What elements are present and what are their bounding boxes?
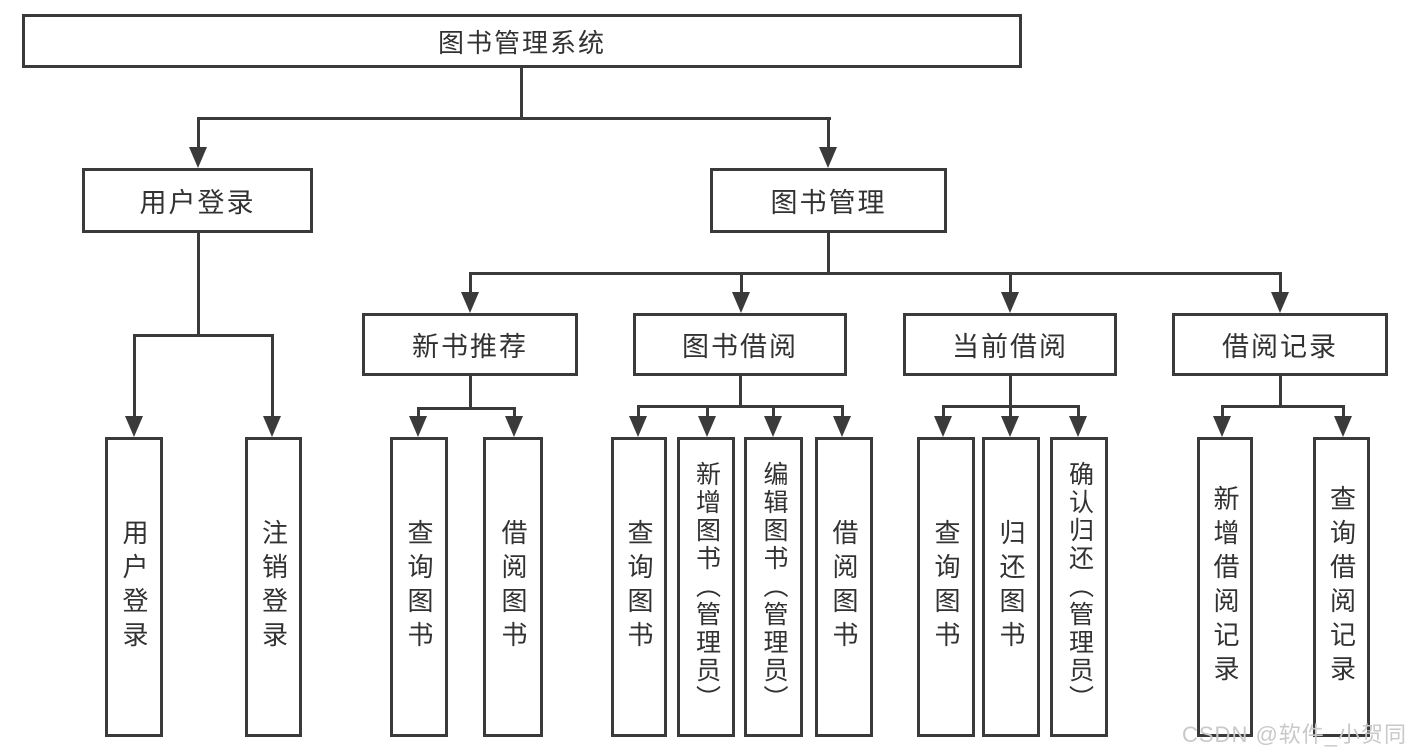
leaf-rec-query-books: 查询图书 <box>390 437 448 737</box>
connector-line <box>197 117 200 150</box>
leaf-bb-edit-books-admin: 编辑图书（管理员） <box>744 437 803 737</box>
leaf-cb-return-books: 归还图书 <box>982 437 1040 737</box>
connector-line <box>469 272 472 294</box>
connector-line <box>1009 272 1012 294</box>
leaf-bb-add-books-admin: 新增图书（管理员） <box>677 437 735 737</box>
arrow-down-icon <box>629 416 647 437</box>
connector-line <box>1279 272 1282 294</box>
connector-line <box>1009 376 1012 408</box>
leaf-bb-query-books: 查询图书 <box>611 437 667 737</box>
connector-line <box>637 405 640 419</box>
connector-line <box>1009 405 1012 419</box>
connector-line <box>417 407 420 419</box>
node-new-book-recommend: 新书推荐 <box>362 313 578 376</box>
node-library-system: 图书管理系统 <box>22 14 1022 68</box>
leaf-rec-borrow-books: 借阅图书 <box>483 437 543 737</box>
connector-line <box>197 117 831 120</box>
arrow-down-icon <box>505 416 523 437</box>
arrow-down-icon <box>698 416 716 437</box>
arrow-down-icon <box>1334 416 1352 437</box>
leaf-logout: 注销登录 <box>245 437 302 737</box>
connector-line <box>942 405 945 419</box>
connector-line <box>513 407 516 419</box>
node-book-management: 图书管理 <box>710 168 947 233</box>
connector-line <box>827 117 830 150</box>
connector-line <box>1221 405 1224 419</box>
arrow-down-icon <box>125 416 143 437</box>
arrow-down-icon <box>833 416 851 437</box>
arrow-down-icon <box>263 416 281 437</box>
arrow-down-icon <box>1001 292 1019 313</box>
connector-line <box>271 334 274 419</box>
node-user-login-module: 用户登录 <box>82 168 313 233</box>
leaf-cb-confirm-return-admin: 确认归还（管理员） <box>1050 437 1108 737</box>
arrow-down-icon <box>1069 416 1087 437</box>
node-book-borrowing: 图书借阅 <box>633 313 847 376</box>
node-current-borrowing: 当前借阅 <box>903 313 1117 376</box>
arrow-down-icon <box>189 147 207 168</box>
connector-line <box>739 376 742 408</box>
connector-line <box>469 376 472 410</box>
node-borrowing-records: 借阅记录 <box>1172 313 1388 376</box>
arrow-down-icon <box>934 416 952 437</box>
connector-line <box>197 233 200 337</box>
connector-line <box>740 272 743 294</box>
connector-line <box>841 405 844 419</box>
connector-line <box>772 405 775 419</box>
connector-line <box>1279 376 1282 408</box>
arrow-down-icon <box>819 147 837 168</box>
connector-line <box>133 334 274 337</box>
arrow-down-icon <box>1271 292 1289 313</box>
connector-line <box>1342 405 1345 419</box>
connector-line <box>520 68 523 118</box>
connector-line <box>469 272 1282 275</box>
leaf-br-query-record: 查询借阅记录 <box>1313 437 1370 737</box>
connector-line <box>417 407 516 410</box>
connector-line <box>1221 405 1345 408</box>
leaf-br-add-record: 新增借阅记录 <box>1197 437 1253 737</box>
arrow-down-icon <box>764 416 782 437</box>
arrow-down-icon <box>732 292 750 313</box>
arrow-down-icon <box>1001 416 1019 437</box>
connector-line <box>1077 405 1080 419</box>
arrow-down-icon <box>1213 416 1231 437</box>
connector-line <box>637 405 844 408</box>
leaf-bb-borrow-books: 借阅图书 <box>815 437 873 737</box>
arrow-down-icon <box>409 416 427 437</box>
connector-line <box>706 405 709 419</box>
csdn-watermark: CSDN @软件_小贺同学 <box>1182 722 1405 747</box>
connector-line <box>827 233 830 275</box>
leaf-cb-query-books: 查询图书 <box>917 437 975 737</box>
leaf-user-login: 用户登录 <box>105 437 163 737</box>
arrow-down-icon <box>461 292 479 313</box>
connector-line <box>133 334 136 419</box>
